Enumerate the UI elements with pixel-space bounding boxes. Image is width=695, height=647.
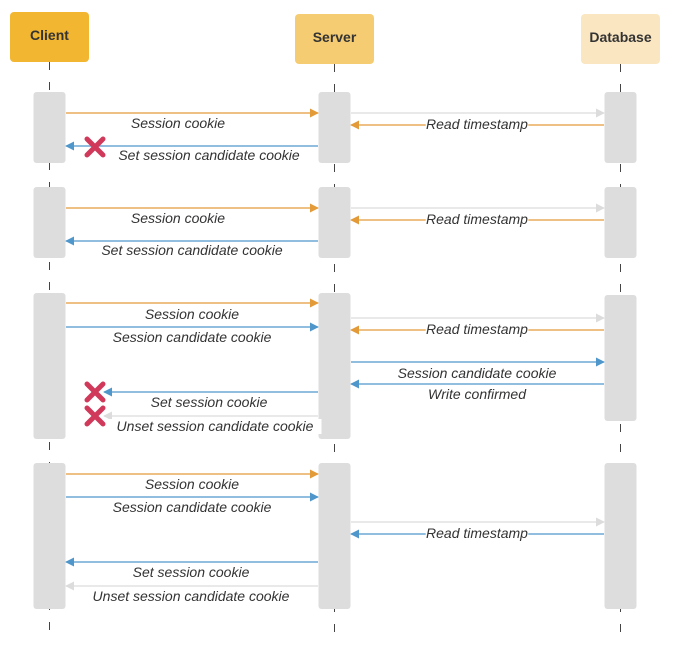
message: Read timestamp [350,525,604,541]
activation-bar-client [33,92,66,163]
message-label: Session candidate cookie [113,499,272,515]
activation-bar-server [318,463,351,609]
message: Session cookie [66,203,319,226]
message: Session candidate cookie [66,322,319,345]
message: Read timestamp [350,321,604,337]
message-label-bg [425,117,529,132]
activation-bar-client [33,463,66,609]
activation-bar-client [33,187,66,258]
activation-bar-database [604,295,637,421]
message-label-bg [422,387,532,402]
activation-bar-database [604,187,637,258]
activation-bar-server [318,92,351,163]
message: Set session candidate cookie [65,136,318,163]
message: Session cookie [66,108,319,131]
activation-bar-database [604,463,637,609]
message: Write confirmed [350,379,604,402]
message: Set session cookie [65,557,318,580]
message: Unset session candidate cookie [84,405,322,434]
message-label-bg [106,330,278,345]
message: Set session candidate cookie [65,236,318,258]
message-label-bg [126,211,230,226]
message: Read timestamp [350,211,604,227]
message-label-bg [425,322,529,337]
message-label: Unset session candidate cookie [117,418,314,434]
actor-server-label: Server [313,29,357,45]
activation-bar-database [604,92,637,163]
actor-client-label: Client [30,27,69,43]
message-label-bg [108,419,322,434]
message-label-bg [109,148,309,163]
message: Session cookie [66,298,319,322]
activation-bar-server [318,187,351,258]
message-label: Unset session candidate cookie [93,588,290,604]
message-label: Read timestamp [426,321,528,337]
message-label-bg [125,565,257,580]
message-label-bg [92,243,292,258]
rejected-cross-icon [84,405,106,427]
actor-client: Client [10,12,89,62]
message: Session candidate cookie [66,492,319,515]
actors: Client Server Database [10,12,660,64]
message-label-bg [140,477,244,492]
message-label: Session cookie [131,115,225,131]
actor-database: Database [581,14,660,64]
message-label-bg [106,500,278,515]
activation-bars [33,92,637,609]
message: Set session cookie [84,381,318,410]
message-label: Set session candidate cookie [101,242,283,258]
actor-server: Server [295,14,374,64]
message-label-bg [391,366,563,381]
message-label: Session cookie [145,476,239,492]
message-label: Set session candidate cookie [118,147,300,163]
message-label: Session candidate cookie [113,329,272,345]
message-label: Session cookie [131,210,225,226]
message-label: Set session cookie [151,394,268,410]
message-label-bg [126,116,230,131]
message-label: Read timestamp [426,116,528,132]
rejected-cross-icon [84,381,106,403]
message-label-bg [84,589,298,604]
message-label-bg [425,212,529,227]
rejected-cross-icon [84,136,106,158]
message: Read timestamp [350,116,604,132]
message-label: Session candidate cookie [398,365,557,381]
activation-bar-client [33,293,66,439]
message-label: Read timestamp [426,211,528,227]
message-label-bg [143,395,275,410]
actor-database-label: Database [589,29,651,45]
message-label: Session cookie [145,306,239,322]
message-label: Write confirmed [428,386,527,402]
message-label: Set session cookie [133,564,250,580]
message: Unset session candidate cookie [65,581,318,604]
message-label-bg [425,526,529,541]
activation-bar-server [318,293,351,439]
message: Session candidate cookie [351,357,605,381]
message-label: Read timestamp [426,525,528,541]
message-label-bg [140,307,244,322]
message: Session cookie [66,469,319,492]
